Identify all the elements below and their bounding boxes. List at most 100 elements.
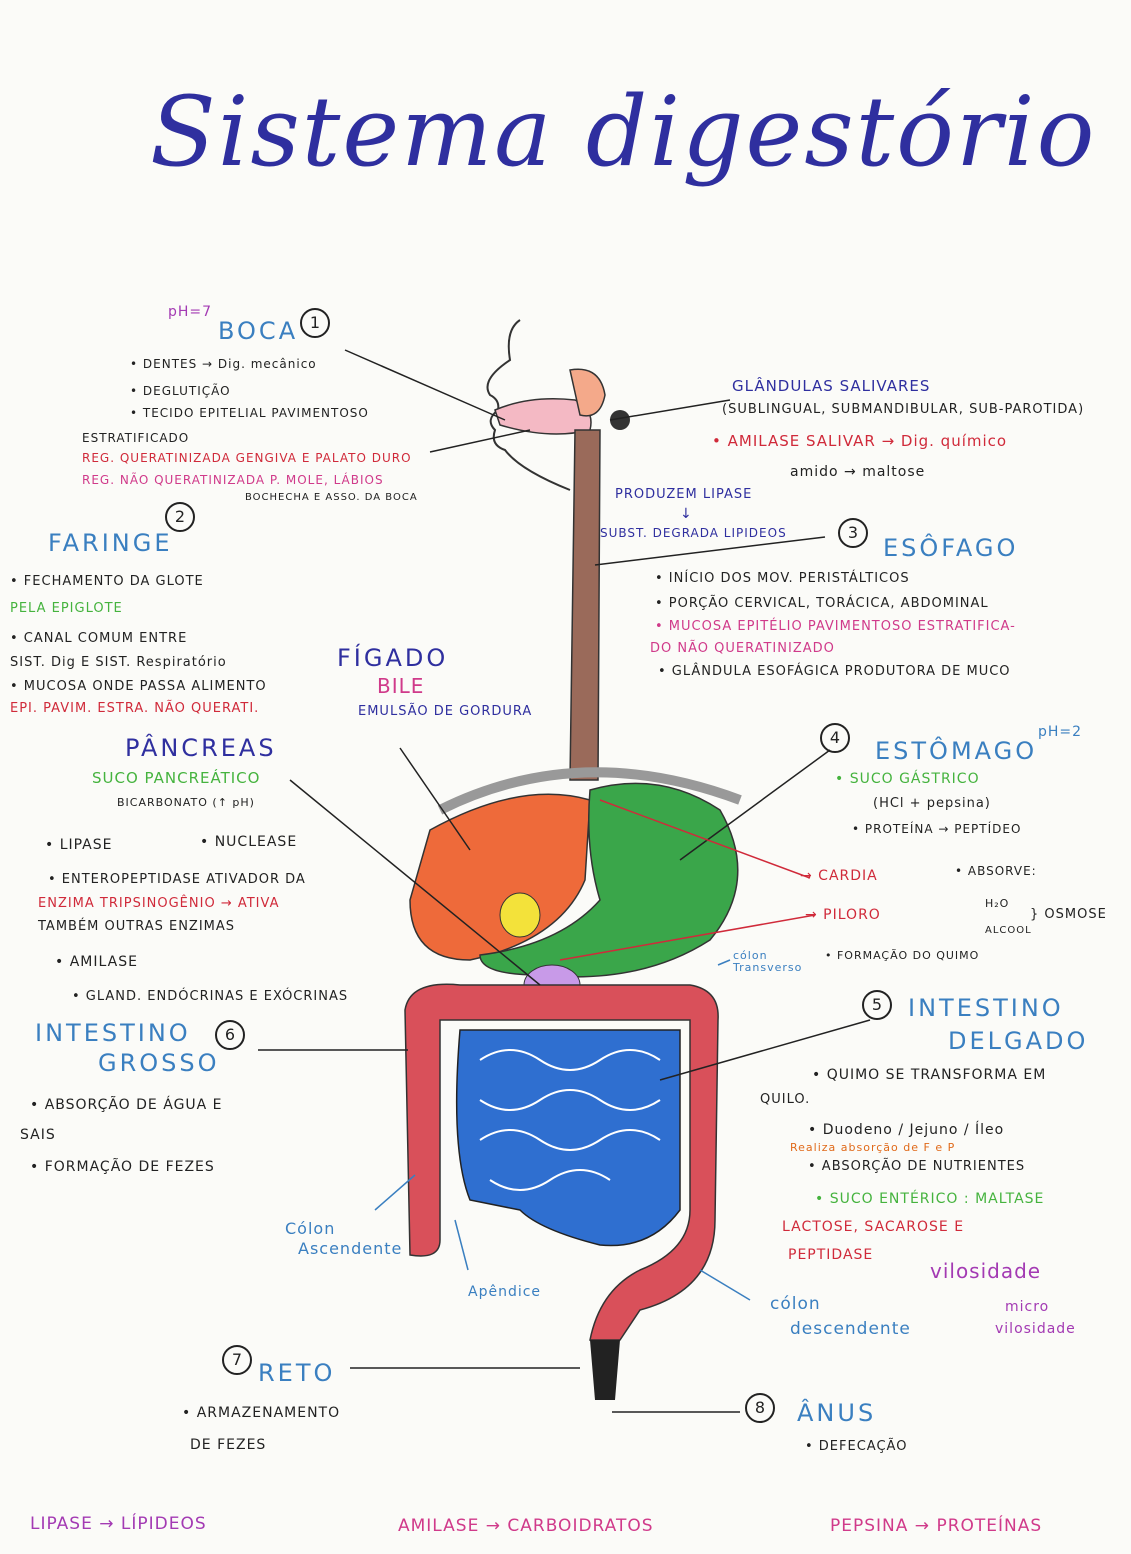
estomago-quimo: • FORMAÇÃO DO QUIMO xyxy=(825,949,980,962)
delgado-item: QUILO. xyxy=(760,1092,811,1107)
reto-item: • ARMAZENAMENTO xyxy=(182,1405,341,1421)
pancreas-heading: PÂNCREAS xyxy=(125,734,277,762)
delgado-item: PEPTIDASE xyxy=(788,1247,874,1263)
delgado-heading: DELGADO xyxy=(948,1027,1089,1055)
reto-item: DE FEZES xyxy=(190,1437,267,1453)
pancreas-suco: SUCO PANCREÁTICO xyxy=(92,769,261,787)
mouth-cavity xyxy=(494,398,592,435)
grosso-heading: INTESTINO xyxy=(35,1019,191,1047)
apendice-label: Apêndice xyxy=(468,1284,542,1300)
glandulas-lipase: PRODUZEM LIPASE xyxy=(615,487,753,502)
delgado-micro: vilosidade xyxy=(995,1321,1076,1337)
glandulas-heading: GLÂNDULAS SALIVARES xyxy=(732,377,931,395)
colon-descendente-label: cólon xyxy=(770,1294,821,1314)
figado-emulsao: EMULSÃO DE GORDURA xyxy=(358,704,533,719)
anus-item: • DEFECAÇÃO xyxy=(805,1439,908,1454)
diaphragm xyxy=(437,767,742,815)
estomago-h2o: H₂O xyxy=(985,897,1010,910)
grosso-item: • ABSORÇÃO DE ÁGUA E xyxy=(30,1097,223,1113)
glandulas-degrada: SUBST. DEGRADA LIPIDEOS xyxy=(600,526,787,540)
gallbladder xyxy=(499,892,541,938)
pancreas-lipase: • LIPASE xyxy=(45,837,113,853)
faringe-number: 2 xyxy=(165,502,195,532)
colon-transverso-label: cólon Transverso xyxy=(733,949,803,975)
estomago-hcl: (HCl + pepsina) xyxy=(873,796,991,811)
boca-item: • DENTES → Dig. mecânico xyxy=(130,357,317,371)
boca-heading: BOCA xyxy=(218,317,299,345)
pancreas-entero: TAMBÉM OUTRAS ENZIMAS xyxy=(38,919,236,934)
colon-ascendente-label: Ascendente xyxy=(298,1239,403,1258)
pancreas-gland: • GLAND. ENDÓCRINAS E EXÓCRINAS xyxy=(72,989,349,1004)
pancreas-bicarbonato: BICARBONATO (↑ pH) xyxy=(117,796,255,809)
pancreas-amilase: • AMILASE xyxy=(55,954,138,970)
pancreas-entero: • ENTEROPEPTIDASE ATIVADOR DA xyxy=(48,872,306,887)
boca-item: BOCHECHA E ASSO. DA BOCA xyxy=(245,492,418,503)
boca-item: • DEGLUTIÇÃO xyxy=(130,384,231,398)
delgado-heading: INTESTINO xyxy=(908,994,1064,1022)
delgado-micro: micro xyxy=(1005,1299,1050,1315)
esofago-heading: ESÔFAGO xyxy=(883,534,1019,562)
estomago-number: 4 xyxy=(820,723,850,753)
delgado-vilosidade: vilosidade xyxy=(930,1259,1042,1283)
anus-heading: ÂNUS xyxy=(797,1399,877,1427)
boca-item: ESTRATIFICADO xyxy=(82,431,190,445)
delgado-item: • Duodeno / Jejuno / Íleo xyxy=(808,1122,1005,1138)
footer-amilase: AMILASE → CARBOIDRATOS xyxy=(398,1516,654,1536)
pancreas-nuclease: • NUCLEASE xyxy=(200,834,298,850)
esofago-item: • GLÂNDULA ESOFÁGICA PRODUTORA DE MUCO xyxy=(658,664,1011,679)
glandulas-arrow: ↓ xyxy=(680,506,693,522)
reto-number: 7 xyxy=(222,1345,252,1375)
estomago-piloro: → PILORO xyxy=(805,907,881,923)
footer-pepsina: PEPSINA → PROTEÍNAS xyxy=(830,1516,1043,1536)
figado-heading: FÍGADO xyxy=(337,644,449,672)
grosso-item: SAIS xyxy=(20,1127,56,1143)
faringe-item: • MUCOSA ONDE PASSA ALIMENTO xyxy=(10,679,267,694)
estomago-osmose: } OSMOSE xyxy=(1030,907,1107,922)
faringe-item: • CANAL COMUM ENTRE xyxy=(10,631,188,646)
estomago-suco: • SUCO GÁSTRICO xyxy=(835,771,980,787)
esofago-item: • MUCOSA EPITÉLIO PAVIMENTOSO ESTRATIFIC… xyxy=(655,619,1016,634)
reto-heading: RETO xyxy=(258,1359,336,1387)
faringe-item: SIST. Dig E SIST. Respiratório xyxy=(10,655,227,670)
delgado-item: • SUCO ENTÉRICO : MALTASE xyxy=(815,1191,1045,1207)
small-intestine xyxy=(455,1029,681,1247)
estomago-proteina: • PROTEÍNA → PEPTÍDEO xyxy=(852,822,1022,836)
colon-ascendente-label: Cólon xyxy=(285,1219,336,1238)
delgado-number: 5 xyxy=(862,990,892,1020)
faringe-item: • FECHAMENTO DA GLOTE xyxy=(10,574,204,589)
boca-item: • TECIDO EPITELIAL PAVIMENTOSO xyxy=(130,406,369,420)
faringe-item: PELA EPIGLOTE xyxy=(10,601,123,616)
anus-number: 8 xyxy=(745,1393,775,1423)
delgado-item: • ABSORÇÃO DE NUTRIENTES xyxy=(808,1159,1026,1174)
estomago-alcool: ALCOOL xyxy=(985,925,1032,936)
glandulas-sub: (SUBLINGUAL, SUBMANDIBULAR, SUB-PAROTIDA… xyxy=(722,402,1085,417)
delgado-item: Realiza absorção de F e P xyxy=(790,1141,956,1154)
rectum xyxy=(590,1340,620,1400)
delgado-item: LACTOSE, SACAROSE E xyxy=(782,1219,965,1235)
esophagus xyxy=(569,429,601,781)
estomago-heading: ESTÔMAGO xyxy=(875,737,1038,765)
pancreas-entero: ENZIMA TRIPSINOGÊNIO → ATIVA xyxy=(38,896,280,911)
colon-descendente-label: descendente xyxy=(790,1319,911,1339)
boca-ph: pH=7 xyxy=(168,304,213,320)
footer-lipase: LIPASE → LÍPIDEOS xyxy=(30,1514,207,1534)
salivary-gland xyxy=(569,368,606,417)
esofago-item: DO NÃO QUERATINIZADO xyxy=(650,641,835,656)
esofago-number: 3 xyxy=(838,518,868,548)
grosso-heading: GROSSO xyxy=(98,1049,220,1077)
esofago-item: • PORÇÃO CERVICAL, TORÁCICA, ABDOMINAL xyxy=(655,596,989,611)
estomago-cardia: → CARDIA xyxy=(800,868,878,884)
glandulas-amilase: • AMILASE SALIVAR → Dig. químico xyxy=(712,432,1008,450)
liver xyxy=(409,793,591,961)
boca-item: REG. NÃO QUERATINIZADA P. MOLE, LÁBIOS xyxy=(82,473,384,487)
grosso-item: • FORMAÇÃO DE FEZES xyxy=(30,1159,215,1175)
boca-number: 1 xyxy=(300,308,330,338)
grosso-number: 6 xyxy=(215,1020,245,1050)
boca-item: REG. QUERATINIZADA GENGIVA E PALATO DURO xyxy=(82,451,412,465)
faringe-item: EPI. PAVIM. ESTRA. NÃO QUERATI. xyxy=(10,701,260,716)
estomago-ph: pH=2 xyxy=(1038,724,1083,740)
estomago-absorve: • ABSORVE: xyxy=(955,864,1037,878)
faringe-heading: FARINGE xyxy=(48,529,173,557)
figado-bile: BILE xyxy=(377,674,425,698)
